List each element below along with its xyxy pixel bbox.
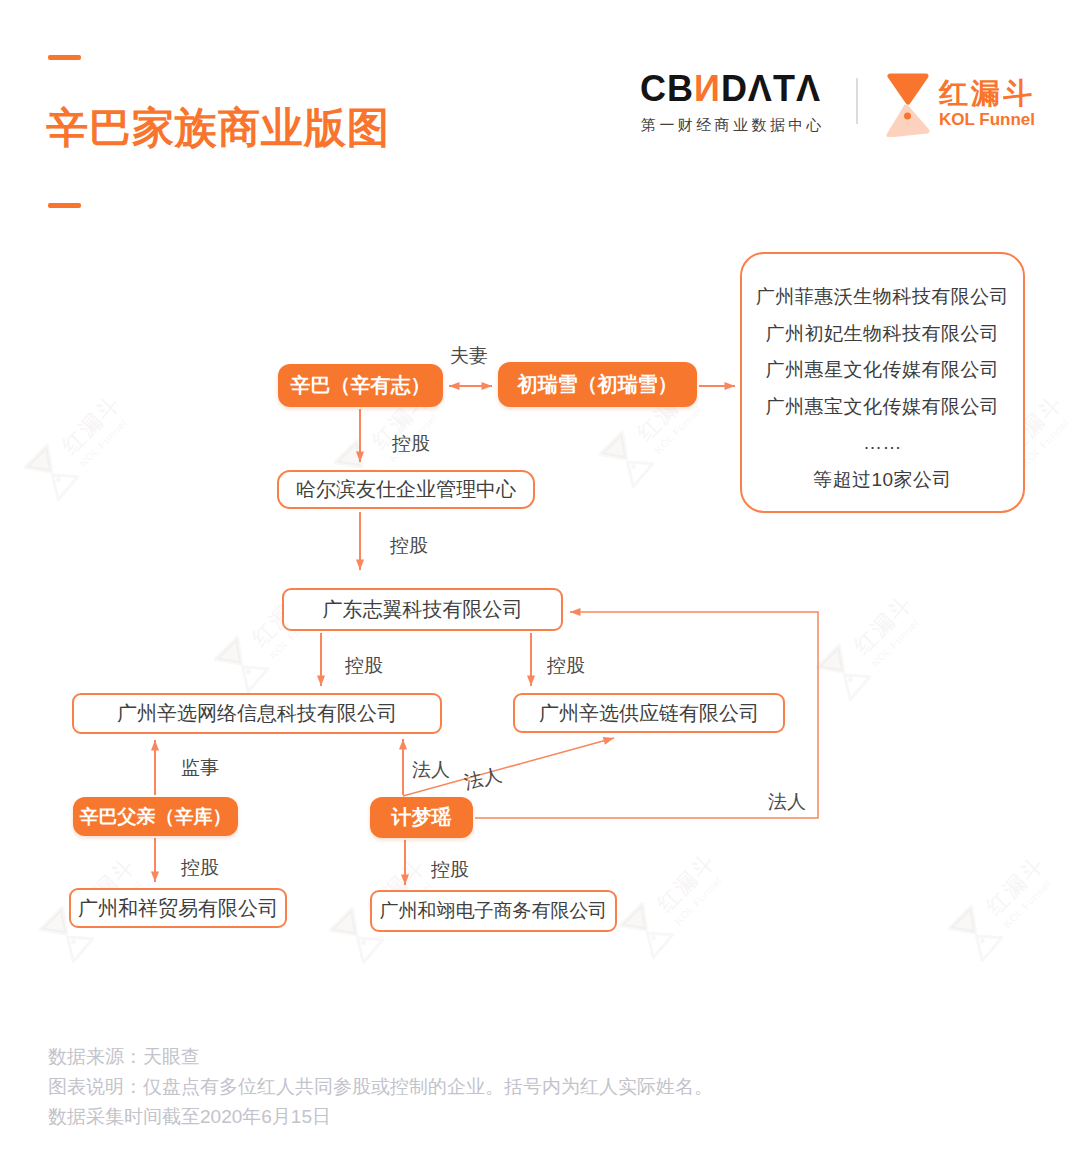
edge-label-faren-2: 法人 — [462, 762, 505, 796]
edge-label-konggu-2: 控股 — [390, 533, 428, 559]
edge-label-konggu-4: 控股 — [547, 653, 585, 679]
edge-label-fuqi: 夫妻 — [429, 343, 509, 369]
cbndata-subtitle: 第一财经商业数据中心 — [641, 116, 825, 135]
brand-watermark: 红漏斗 KOL Funnel — [777, 550, 968, 741]
company-list-more: 等超过10家公司 — [742, 462, 1023, 499]
cbn-part3: DΛTΛ — [721, 68, 821, 109]
edge-label-konggu-5: 控股 — [181, 855, 219, 881]
company-list-ellipsis: …… — [742, 425, 1023, 462]
node-jimengyao: 计梦瑶 — [370, 797, 473, 838]
node-harbin: 哈尔滨友仕企业管理中心 — [277, 470, 535, 509]
company-list-box: 广州菲惠沃生物科技有限公司 广州初妃生物科技有限公司 广州惠星文化传媒有限公司 … — [740, 252, 1025, 513]
cbn-part1: CB — [640, 68, 694, 109]
kol-funnel-icon — [886, 73, 930, 137]
node-churuixue: 初瑞雪（初瑞雪） — [498, 362, 697, 407]
logo-separator — [856, 78, 858, 124]
edge-label-faren-1: 法人 — [412, 757, 450, 783]
edge-label-konggu-6: 控股 — [431, 857, 469, 883]
company-list-item: 广州初妃生物科技有限公司 — [742, 316, 1023, 353]
edge-label-konggu-1: 控股 — [392, 431, 430, 457]
node-zhiyi: 广东志翼科技有限公司 — [282, 588, 563, 631]
node-xinba: 辛巴（辛有志） — [278, 364, 443, 407]
company-list-item: 广州惠宝文化传媒有限公司 — [742, 389, 1023, 426]
edge-label-jianshi: 监事 — [181, 755, 219, 781]
edge-label-faren-3: 法人 — [768, 789, 806, 815]
node-xinbafuqin: 辛巴父亲（辛库） — [73, 797, 238, 836]
cbn-part2: И — [694, 68, 721, 109]
footer-date: 数据采集时间截至2020年6月15日 — [48, 1102, 713, 1132]
brand-watermark: 红漏斗 KOL Funnel — [0, 350, 175, 541]
kol-funnel-sub: KOL Funnel — [939, 110, 1035, 130]
footer-notes: 数据来源：天眼查 图表说明：仅盘点有多位红人共同参股或控制的企业。括号内为红人实… — [48, 1042, 713, 1132]
edge-label-konggu-3: 控股 — [345, 653, 383, 679]
title-dash-bottom — [48, 203, 81, 208]
title-dash-top — [48, 55, 81, 60]
node-wangluo: 广州辛选网络信息科技有限公司 — [72, 693, 442, 734]
brand-watermark: 红漏斗 KOL Funnel — [909, 811, 1080, 1002]
page-title: 辛巴家族商业版图 — [46, 100, 390, 156]
footer-note: 图表说明：仅盘点有多位红人共同参股或控制的企业。括号内为红人实际姓名。 — [48, 1072, 713, 1102]
node-heyi: 广州和翊电子商务有限公司 — [370, 890, 617, 932]
kol-funnel-name: 红漏斗 — [939, 74, 1035, 114]
footer-source: 数据来源：天眼查 — [48, 1042, 713, 1072]
node-gongyinglian: 广州辛选供应链有限公司 — [513, 693, 785, 733]
company-list-item: 广州惠星文化传媒有限公司 — [742, 352, 1023, 389]
cbndata-logo: CBИDΛTΛ — [640, 68, 821, 110]
company-list-item: 广州菲惠沃生物科技有限公司 — [742, 279, 1023, 316]
node-hexiang: 广州和祥贸易有限公司 — [69, 888, 287, 928]
